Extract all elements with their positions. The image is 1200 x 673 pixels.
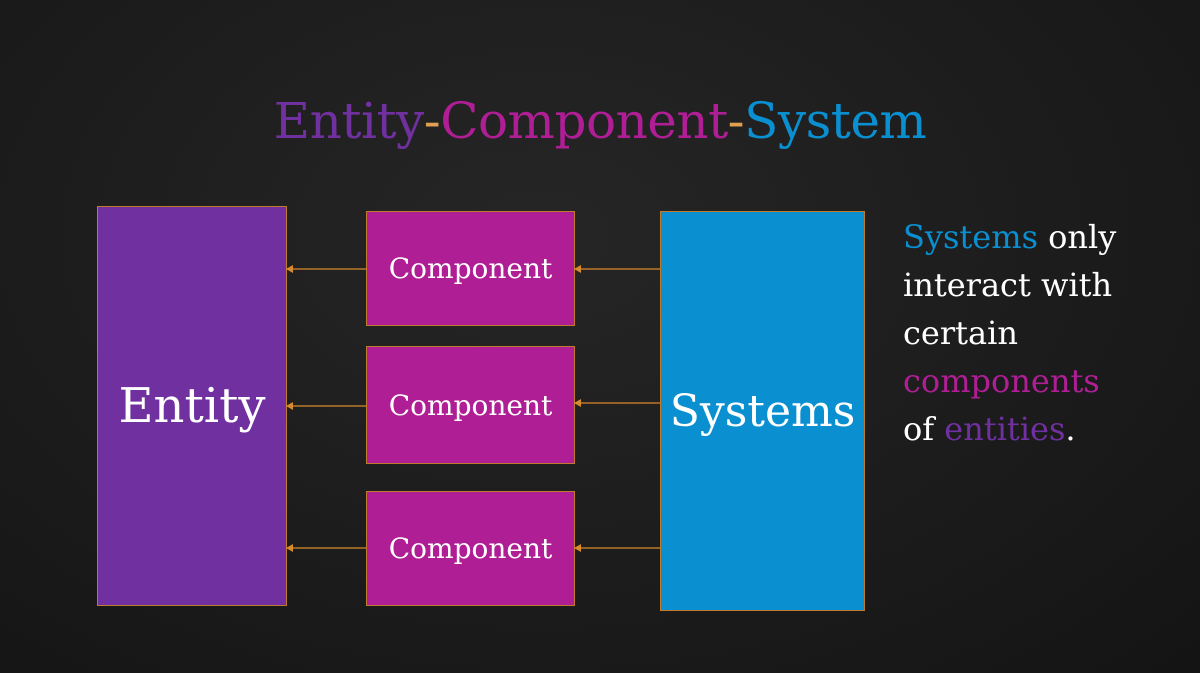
- entity-box: Entity: [97, 206, 287, 606]
- component-box-1: Component: [366, 211, 575, 326]
- title-component: Component: [440, 92, 728, 150]
- systems-label: Systems: [669, 385, 856, 437]
- component-label-1: Component: [388, 252, 553, 285]
- title-system: System: [744, 92, 927, 150]
- title-separator: -: [727, 92, 745, 150]
- word-components: components: [903, 362, 1100, 400]
- title-separator: -: [423, 92, 441, 150]
- word-certain: certain: [903, 314, 1018, 352]
- component-box-2: Component: [366, 346, 575, 464]
- word-only: only: [1037, 218, 1117, 256]
- phrase-interact-with: interact with: [903, 266, 1113, 304]
- systems-box: Systems: [660, 211, 865, 611]
- slide-title: Entity-Component-System: [0, 88, 1200, 154]
- word-systems: Systems: [903, 218, 1038, 256]
- explanation-text: Systems only interact with certain compo…: [903, 213, 1193, 453]
- word-entities: entities: [944, 410, 1066, 448]
- entity-label: Entity: [118, 378, 266, 434]
- period: .: [1065, 410, 1076, 448]
- title-entity: Entity: [273, 92, 425, 150]
- component-box-3: Component: [366, 491, 575, 606]
- word-of: of: [903, 410, 945, 448]
- component-label-2: Component: [388, 388, 553, 422]
- component-label-3: Component: [388, 532, 553, 565]
